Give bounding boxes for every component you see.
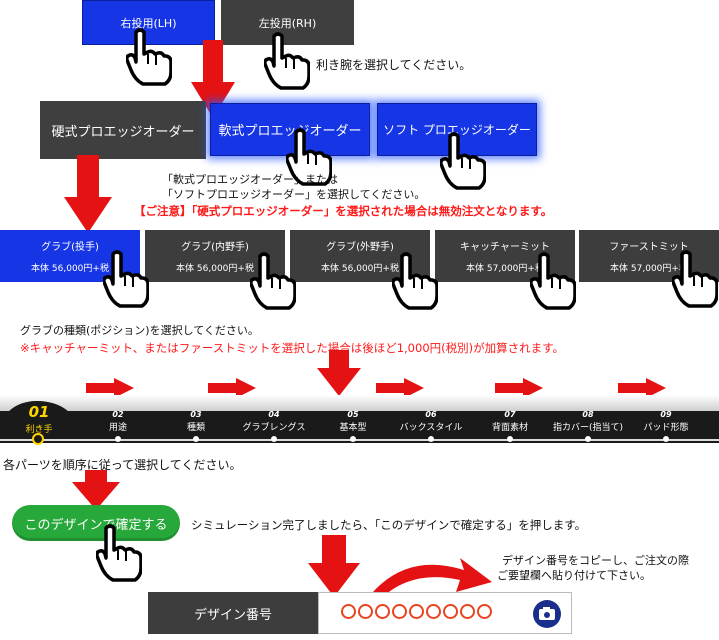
soft-rubber-order-label: 軟式プロエッジオーダー: [218, 124, 362, 139]
confirm-design-label: このデザインで確定する: [24, 517, 168, 533]
step-dot: [115, 436, 121, 442]
step-label: 用途: [108, 423, 127, 433]
step-9[interactable]: 09 パッド形態: [621, 410, 711, 433]
copy-instruction-line1: デザイン番号をコピーし、ご注文の際: [502, 554, 689, 567]
glove-price: 本体 57,000円+税: [610, 264, 688, 274]
step-4[interactable]: 04 グラブレングス: [229, 410, 319, 433]
glove-price: 本体 56,000円+税: [31, 264, 109, 274]
left-throw-button[interactable]: 左投用(RH): [221, 0, 354, 45]
step-dot: [428, 436, 434, 442]
arrow-right-icon: [376, 378, 424, 398]
arrow-right-icon: [495, 378, 543, 398]
confirm-instruction: シミュレーション完了しましたら、「このデザインで確定する」を押します。: [191, 518, 587, 532]
step-number: 07: [504, 410, 516, 419]
hard-order-label: 硬式プロエッジオーダー: [51, 124, 195, 140]
arrow-down-icon: [308, 535, 360, 597]
arrow-right-icon: [86, 378, 134, 398]
step-1[interactable]: 01 利き手: [0, 403, 84, 435]
pointer-hand-icon: [96, 524, 142, 582]
glove-title: キャッチャーミット: [460, 242, 550, 253]
glove-price: 本体 56,000円+税: [321, 264, 399, 274]
step-number: 02: [112, 410, 124, 419]
step-number: 05: [347, 410, 359, 419]
order-warning: 【ご注意】「硬式プロエッジオーダー」を選択された場合は無効注文となります。: [134, 204, 553, 218]
pointer-hand-icon: [392, 252, 438, 310]
catcher-mitt-button[interactable]: キャッチャーミット 本体 57,000円+税: [435, 230, 575, 282]
glove-title: ファーストミット: [609, 242, 689, 253]
step-dot: [507, 436, 513, 442]
pointer-hand-icon: [126, 28, 172, 86]
hand-instruction: 利き腕を選択してください。: [316, 58, 472, 72]
step-label: 背面素材: [491, 423, 528, 433]
design-number-label: デザイン番号: [148, 592, 318, 634]
step-6[interactable]: 06 バックスタイル: [386, 410, 476, 433]
design-number-field[interactable]: [318, 592, 572, 634]
left-throw-label: 左投用(RH): [258, 16, 317, 30]
step-2[interactable]: 02 用途: [73, 410, 163, 433]
design-number-text: デザイン番号: [193, 607, 272, 623]
pointer-hand-icon: [440, 132, 486, 190]
step-dot-active: [32, 433, 44, 445]
right-throw-button[interactable]: 右投用(LH): [82, 0, 215, 45]
step-number: 06: [425, 410, 437, 419]
step-dot: [663, 436, 669, 442]
arrow-right-icon: [208, 378, 256, 398]
step-dot: [193, 436, 199, 442]
arrow-down-icon: [317, 350, 361, 398]
curved-arrow-icon: [362, 558, 492, 606]
step-label: 基本型: [339, 423, 367, 433]
glove-title: グラブ(内野手): [181, 242, 249, 253]
step-label: 種類: [186, 423, 205, 433]
step-label: パッド形態: [643, 423, 689, 433]
step-number: 01: [28, 403, 50, 421]
pointer-hand-icon: [672, 250, 718, 308]
step-progress-line: [0, 439, 719, 441]
glove-title: グラブ(投手): [41, 242, 99, 253]
glove-price: 本体 56,000円+税: [176, 264, 254, 274]
first-mitt-button[interactable]: ファーストミット 本体 57,000円+税: [579, 230, 719, 282]
step-dot: [585, 436, 591, 442]
confirm-design-button[interactable]: このデザインで確定する: [12, 505, 180, 541]
order-note-line2: 「ソフトプロエッジオーダー」を選択してください。: [162, 188, 426, 201]
pointer-hand-icon: [103, 250, 149, 308]
step-number: 04: [268, 410, 280, 419]
soft-rubber-order-button[interactable]: 軟式プロエッジオーダー: [210, 103, 370, 156]
arrow-down-icon: [72, 470, 120, 510]
step-number: 03: [190, 410, 202, 419]
step-8[interactable]: 08 指カバー(指当て): [543, 410, 633, 433]
step-number: 09: [660, 410, 672, 419]
pointer-hand-icon: [264, 32, 310, 90]
step-dot: [350, 436, 356, 442]
softball-order-label: ソフト プロエッジオーダー: [383, 123, 531, 137]
step-label: バックスタイル: [399, 423, 463, 433]
glove-instruction: グラブの種類(ポジション)を選択してください。: [20, 324, 259, 337]
step-label: グラブレングス: [242, 423, 306, 433]
step-number: 08: [582, 410, 594, 419]
step-bar-stripe: [0, 395, 719, 413]
glove-price: 本体 57,000円+税: [466, 264, 544, 274]
glove-title: グラブ(外野手): [326, 242, 394, 253]
step-bar: 01 利き手 02 用途 03 種類 04 グラブレングス 05 基本型 06 …: [0, 395, 719, 443]
order-note-line1: 「軟式プロエッジオーダー」または: [162, 173, 338, 186]
camera-icon[interactable]: [533, 600, 561, 628]
hard-order-button[interactable]: 硬式プロエッジオーダー: [40, 101, 206, 159]
pointer-hand-icon: [530, 252, 576, 310]
design-number-placeholder: [341, 604, 492, 619]
pointer-hand-icon: [286, 128, 332, 186]
step-3[interactable]: 03 種類: [151, 410, 241, 433]
steps-instruction: 各パーツを順序に従って選択してください。: [3, 458, 242, 472]
glove-notice: ※キャッチャーミット、またはファーストミットを選択した場合は後ほど1,000円(…: [20, 341, 564, 355]
step-label: 利き手: [25, 425, 53, 435]
right-throw-label: 右投用(LH): [120, 16, 177, 30]
arrow-right-icon: [618, 378, 666, 398]
arrow-down-icon: [64, 155, 112, 235]
step-label: 指カバー(指当て): [552, 423, 624, 433]
step-dot: [271, 436, 277, 442]
pointer-hand-icon: [250, 252, 296, 310]
step-5[interactable]: 05 基本型: [308, 410, 398, 433]
step-7[interactable]: 07 背面素材: [465, 410, 555, 433]
copy-instruction-line2: ご要望欄へ貼り付けて下さい。: [497, 569, 651, 582]
